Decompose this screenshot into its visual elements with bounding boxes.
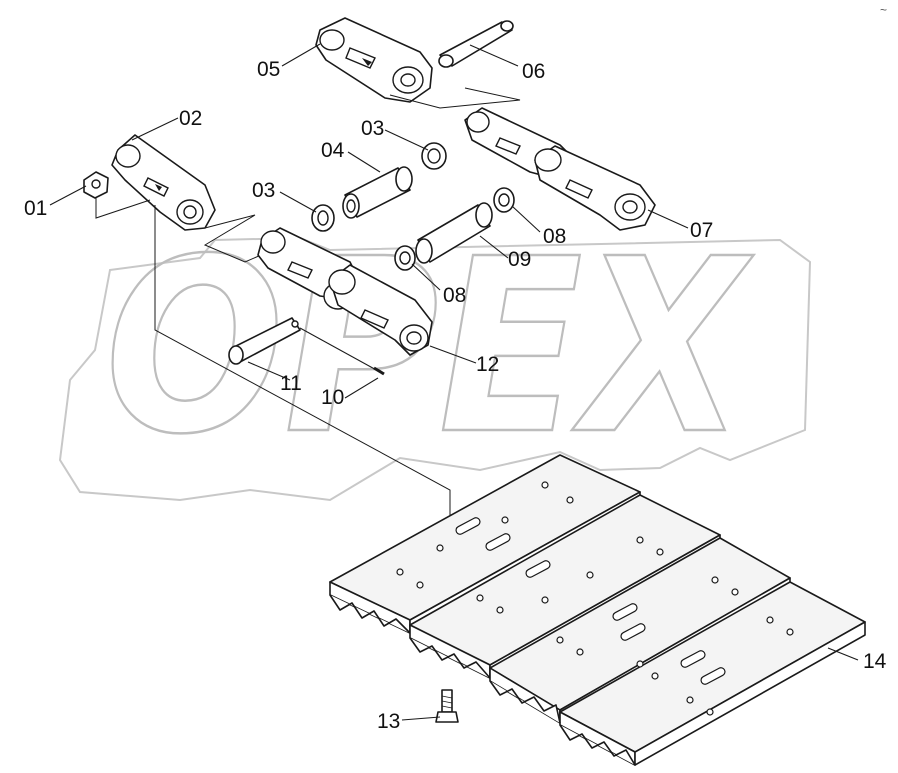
seal-ring-part-03-upper (421, 142, 447, 170)
leader-lines (49, 43, 859, 721)
callout-09: 09 (508, 248, 531, 271)
link-part-05 (315, 17, 433, 103)
callout-05: 05 (257, 58, 280, 81)
assembly-guide-top (389, 87, 521, 109)
callout-12: 12 (476, 353, 499, 376)
track-shoes-part-14 (329, 454, 866, 766)
cotter-pin-part-10 (299, 327, 385, 376)
link-part-07 (464, 107, 656, 231)
assembly-guide-nut (95, 198, 151, 219)
ring-part-08-lower (394, 245, 416, 271)
corner-mark: ~ (880, 3, 887, 17)
callout-07: 07 (690, 219, 713, 242)
callout-08-lower: 08 (443, 284, 466, 307)
seal-ring-part-03-lower (311, 204, 335, 232)
callout-04: 04 (321, 139, 345, 162)
bushing-part-04 (342, 166, 413, 219)
bushing-part-09 (415, 202, 493, 264)
callout-02: 02 (179, 107, 202, 130)
link-part-12 (257, 227, 433, 356)
callout-14: 14 (863, 650, 887, 673)
pin-part-06 (438, 20, 514, 68)
bolt-part-13 (435, 689, 459, 723)
callout-labels: 05 06 02 03 04 01 03 08 07 09 08 12 11 1… (24, 58, 887, 733)
callout-03-upper: 03 (361, 117, 384, 140)
watermark-gear-outline (58, 236, 812, 502)
callout-10: 10 (321, 386, 344, 409)
nut-part-01 (83, 171, 109, 199)
callout-03-lower: 03 (252, 179, 275, 202)
pin-part-11 (228, 317, 301, 365)
callout-01: 01 (24, 197, 47, 220)
callout-11: 11 (280, 372, 302, 395)
ring-part-08-upper (493, 187, 515, 213)
link-part-02 (111, 134, 216, 231)
callout-06: 06 (522, 60, 545, 83)
callout-08-upper: 08 (543, 225, 566, 248)
callout-13: 13 (377, 710, 400, 733)
